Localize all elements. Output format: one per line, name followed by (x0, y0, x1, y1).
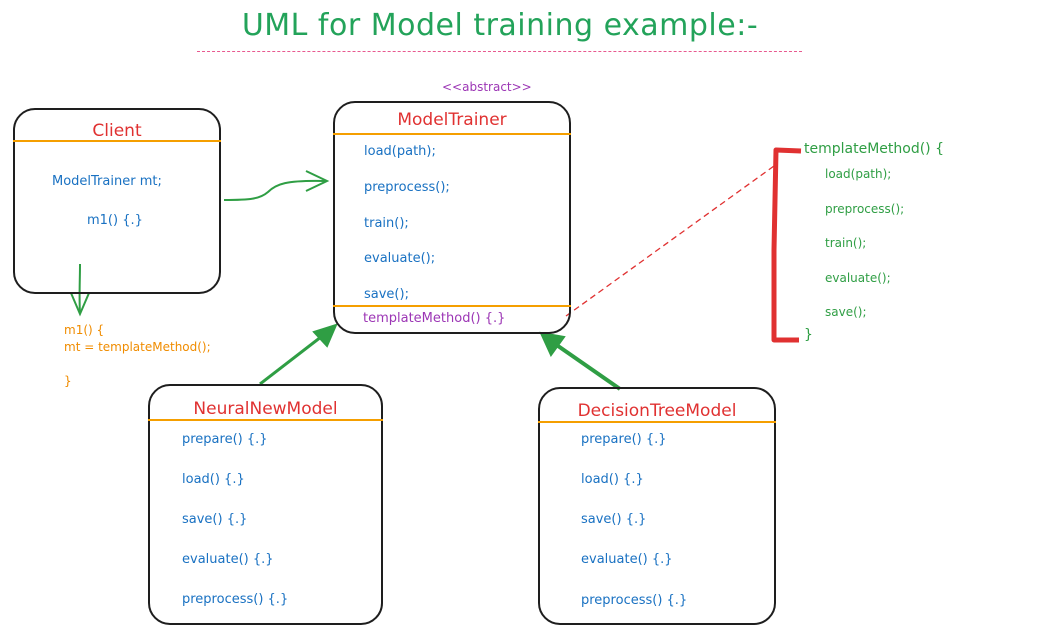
template-note-step: evaluate(); (825, 271, 891, 285)
client-note-line: m1() { (64, 323, 105, 337)
neural-method: prepare() {.} (182, 432, 268, 447)
decision-class-name: DecisionTreeModel (577, 401, 737, 421)
neural-method: preprocess() {.} (182, 592, 289, 607)
neural-class-name: NeuralNewModel (193, 399, 338, 419)
template-note-step: load(path); (825, 167, 892, 181)
decision-tree-class-box: DecisionTreeModel prepare() {.} load() {… (538, 387, 776, 625)
client-to-trainer-arrowhead (305, 170, 330, 192)
client-field: ModelTrainer mt; (52, 174, 162, 189)
decision-divider (538, 421, 776, 423)
trainer-divider-bottom (333, 305, 571, 307)
neural-model-class-box: NeuralNewModel prepare() {.} load() {.} … (148, 384, 383, 625)
decision-inherits-arrow (546, 337, 622, 391)
trainer-class-name: ModelTrainer (397, 110, 507, 130)
client-note-line: mt = templateMethod(); (64, 340, 211, 354)
template-note-footer: } (804, 327, 813, 343)
neural-method: evaluate() {.} (182, 552, 274, 567)
model-trainer-class-box: ModelTrainer load(path); preprocess(); t… (333, 101, 571, 334)
trainer-method: train(); (364, 216, 409, 231)
trainer-template-method: templateMethod() {.} (363, 311, 506, 326)
neural-divider (148, 419, 383, 421)
template-note-bracket (771, 147, 802, 343)
trainer-method: preprocess(); (364, 180, 450, 195)
client-divider (13, 140, 221, 142)
trainer-method: evaluate(); (364, 251, 436, 266)
decision-method: prepare() {.} (581, 432, 667, 447)
client-note: m1() { mt = templateMethod(); } (64, 322, 211, 390)
client-class-name: Client (92, 121, 142, 141)
template-note-step: save(); (825, 305, 867, 319)
neural-inherits-arrow (259, 328, 331, 386)
diagram-title: UML for Model training example:- (241, 8, 759, 43)
client-note-line: } (64, 374, 72, 388)
title-underline (197, 51, 802, 52)
template-note-step: preprocess(); (825, 202, 905, 216)
decision-method: evaluate() {.} (581, 552, 673, 567)
trainer-method: save(); (364, 287, 409, 302)
decision-method: preprocess() {.} (581, 593, 688, 608)
template-note-step: train(); (825, 236, 867, 250)
template-note-header: templateMethod() { (804, 141, 944, 157)
trainer-method: load(path); (364, 144, 436, 159)
client-to-trainer-arrow (223, 179, 327, 201)
template-note-connector (565, 165, 775, 317)
client-method: m1() {.} (87, 213, 143, 228)
client-class-box: Client ModelTrainer mt; m1() {.} (13, 108, 221, 294)
decision-method: load() {.} (581, 472, 644, 487)
client-to-note-arrowhead (70, 292, 90, 317)
neural-method: save() {.} (182, 512, 248, 527)
trainer-divider-top (333, 133, 571, 135)
decision-inherits-arrowhead (539, 331, 566, 357)
trainer-stereotype: <<abstract>> (442, 80, 532, 94)
neural-inherits-arrowhead (312, 323, 338, 348)
neural-method: load() {.} (182, 472, 245, 487)
decision-method: save() {.} (581, 512, 647, 527)
